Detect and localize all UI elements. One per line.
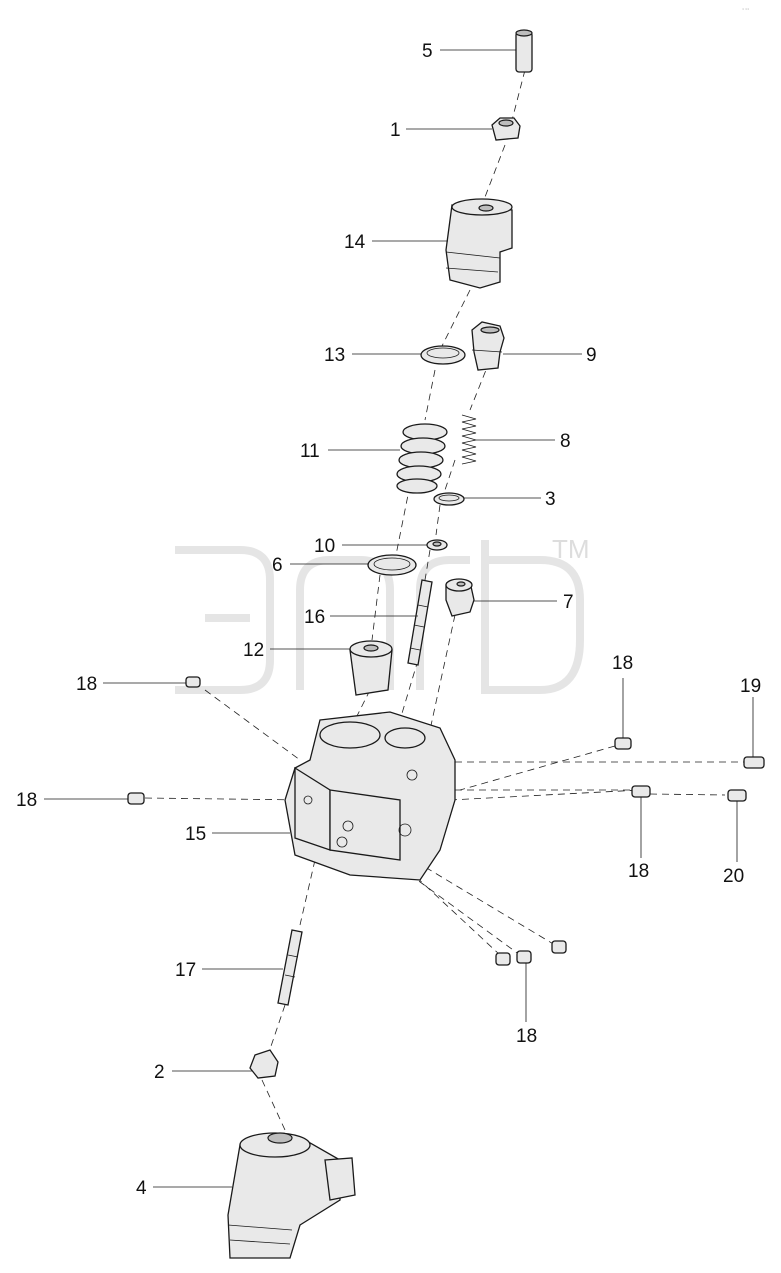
callout-10: 10 bbox=[314, 536, 335, 557]
corner-tag: ∝ ∝∝ bbox=[742, 7, 749, 11]
part-10-washer bbox=[426, 539, 448, 551]
part-18-plug-far-left bbox=[127, 792, 145, 805]
part-17-stem bbox=[277, 929, 303, 1006]
part-8-spring bbox=[461, 414, 477, 465]
callout-1: 1 bbox=[390, 120, 401, 141]
part-2-plug bbox=[249, 1049, 279, 1079]
part-18-plug-right-upper bbox=[614, 737, 632, 750]
callout-16: 16 bbox=[304, 607, 325, 628]
part-7-cap bbox=[445, 578, 475, 617]
callout-18-bottom: 18 bbox=[516, 1026, 537, 1047]
part-9-plug bbox=[471, 321, 505, 371]
callout-15: 15 bbox=[185, 824, 206, 845]
part-18-plug-right bbox=[631, 785, 651, 798]
callout-14: 14 bbox=[344, 232, 366, 253]
callout-18-left: 18 bbox=[76, 674, 97, 695]
part-20-plug bbox=[727, 789, 747, 802]
part-5-pin bbox=[515, 29, 533, 73]
part-4-coil bbox=[227, 1132, 356, 1259]
part-12-piston bbox=[349, 640, 393, 696]
callout-4: 4 bbox=[136, 1178, 147, 1199]
callout-3: 3 bbox=[545, 489, 556, 510]
part-6-ring bbox=[367, 554, 417, 576]
callout-18-right: 18 bbox=[628, 861, 649, 882]
callout-labels: 5 1 14 13 9 11 8 3 10 6 7 16 12 18 18 19… bbox=[16, 41, 761, 1199]
part-13-washer bbox=[420, 345, 466, 365]
watermark-tm: TM bbox=[552, 534, 590, 564]
callout-20: 20 bbox=[723, 866, 744, 887]
callout-17: 17 bbox=[175, 960, 196, 981]
callout-8: 8 bbox=[560, 431, 571, 452]
part-3-ring bbox=[433, 492, 465, 506]
assembly-axes bbox=[144, 69, 745, 1131]
callout-18-far-left: 18 bbox=[16, 790, 37, 811]
callout-7: 7 bbox=[563, 592, 574, 613]
part-16-stem bbox=[407, 579, 433, 666]
callout-18-right-upper: 18 bbox=[612, 653, 633, 674]
callout-9: 9 bbox=[586, 345, 597, 366]
part-14-knob bbox=[445, 198, 513, 289]
part-18-plugs-bottom bbox=[495, 940, 567, 966]
part-18-plug-left bbox=[185, 676, 201, 688]
callout-19: 19 bbox=[740, 676, 761, 697]
callout-13: 13 bbox=[324, 345, 345, 366]
callout-5: 5 bbox=[422, 41, 433, 62]
leader-lines bbox=[44, 49, 754, 1188]
callout-2: 2 bbox=[154, 1062, 165, 1083]
callout-12: 12 bbox=[243, 640, 264, 661]
part-15-valve-body bbox=[284, 711, 456, 881]
part-11-spring bbox=[396, 423, 448, 494]
callout-11: 11 bbox=[300, 441, 320, 462]
part-19-plug bbox=[743, 756, 765, 769]
callout-6: 6 bbox=[272, 555, 283, 576]
part-1-nut bbox=[491, 117, 521, 141]
